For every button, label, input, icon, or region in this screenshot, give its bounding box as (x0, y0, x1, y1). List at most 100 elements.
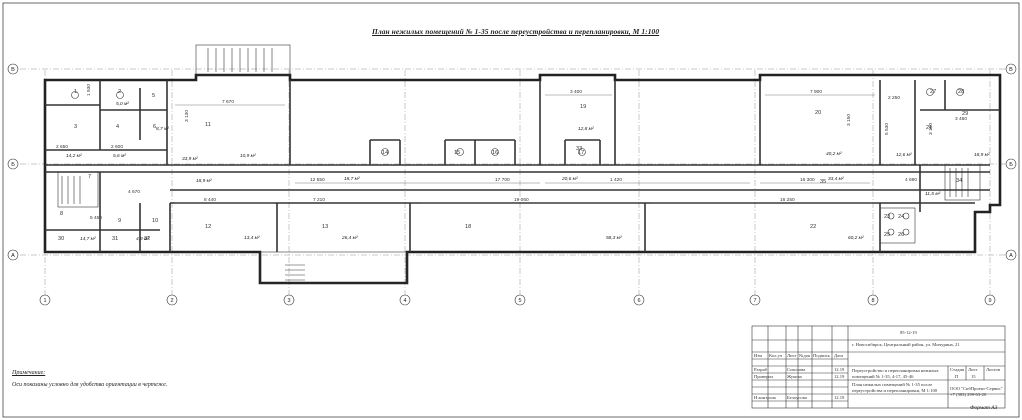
room-number: 29 (962, 111, 968, 117)
room-number: 25 (884, 232, 890, 238)
sheet-format: Формат А3 (970, 405, 998, 411)
room-number: 9 (118, 218, 121, 224)
note-text: Оси показаны условно для удобства ориент… (12, 382, 168, 388)
room-number: 26 (898, 232, 904, 238)
dimension-label: 2 650 (56, 144, 68, 150)
room-area: 18,9 м² (196, 178, 212, 184)
room-area: 18,9 м² (974, 152, 990, 158)
axis-label: Б (11, 162, 15, 168)
stamp-role-3: Н.контроль (754, 395, 777, 400)
stamp-date-2: 12.19 (834, 374, 845, 379)
axis-label: 9 (988, 298, 991, 304)
room-area: 20,6 м² (561, 176, 578, 182)
stamp-sheet-title: План нежилых помещений № 1-35 после пере… (852, 382, 938, 393)
axis-label: 3 (287, 298, 290, 304)
dimension-label: 19 060 (514, 197, 529, 203)
room-area: 14,2 м² (66, 153, 82, 159)
axis-label: 2 (170, 298, 173, 304)
stamp-name-3: Белоусова (787, 395, 807, 400)
axis-bubble (1005, 158, 1017, 170)
stamp-header-kol: Кол.уч (769, 353, 783, 358)
dimension-label: 17 700 (495, 177, 510, 183)
dimension-label: 5 450 (90, 215, 102, 221)
room-number: 21 (926, 125, 932, 131)
axis-label: 7 (753, 298, 756, 304)
room-area: 5,6 м² (113, 153, 126, 159)
room-number: 31 (112, 236, 118, 242)
room-area: 58,3 м² (606, 235, 622, 241)
stamp-name-1: Соколова (787, 367, 806, 372)
dimension-label: 4 670 (128, 189, 140, 195)
axis-bubble (7, 158, 19, 170)
axis-bubble (633, 294, 645, 306)
stamp-sheet-label: Лист (968, 367, 978, 372)
room-number: 6 (153, 124, 156, 130)
axis-bubble (7, 249, 19, 261)
axis-label: В (1009, 67, 1013, 73)
room-number: 1 (74, 89, 77, 95)
dimension-label: 16 250 (780, 197, 795, 203)
stamp-role-1: Разраб (754, 367, 768, 372)
room-area: 5,0 м² (116, 101, 129, 107)
stamp-header-list: Лист (787, 353, 797, 358)
dimension-label: 4 690 (905, 177, 917, 183)
room-number: 3 (74, 124, 77, 130)
room-number: 19 (580, 104, 586, 110)
axis-label: 5 (518, 298, 521, 304)
dimension-label: 8 440 (204, 197, 216, 203)
axis-label: 8 (871, 298, 874, 304)
axis-bubble (749, 294, 761, 306)
stamp-header-izm: Изм (754, 353, 762, 358)
room-area: 26,4 м² (341, 235, 358, 241)
dimension-label: 2 250 (888, 95, 900, 101)
dimension-label: 7 210 (313, 197, 325, 203)
stamp-sheet-number: 15 (971, 374, 976, 379)
room-number: 16 (492, 150, 498, 156)
stamp-header-sign: Подпись (813, 353, 830, 358)
room-number: 5 (152, 93, 155, 99)
room-number: 12 (205, 224, 211, 230)
room-number: 24 (898, 214, 904, 220)
dimension-label: 3 150 (846, 114, 852, 126)
dimension-label: 3 460 (955, 116, 967, 122)
room-number: 17 (578, 150, 584, 156)
dimension-label: 3 400 (570, 89, 582, 95)
room-number: 33 (576, 146, 582, 152)
stamp-sheets-label: Листов (986, 367, 1001, 372)
room-area: 33,4 м² (828, 176, 844, 182)
room-number: 32 (144, 236, 150, 242)
room-area: 33,9 м² (182, 156, 198, 162)
room-number: 2 (118, 89, 121, 95)
axis-bubble (39, 294, 51, 306)
room-number: 8 (60, 211, 63, 217)
room-number: 22 (810, 224, 816, 230)
stamp-header-date: Дата (834, 353, 844, 358)
room-area: 12,8 м² (578, 126, 594, 132)
stamp-role-2: Проверил (754, 374, 774, 379)
axis-label: 1 (43, 298, 46, 304)
room-area: 12,6 м² (896, 152, 912, 158)
axis-bubble (399, 294, 411, 306)
dimension-label: 3 150 (928, 123, 934, 135)
axis-label: 4 (403, 298, 406, 304)
axis-bubble (166, 294, 178, 306)
stamp-organization: ООО "СибПроект-Сервис" +7 (383) 299-63-2… (950, 386, 1003, 397)
room-number: 13 (322, 224, 328, 230)
axis-bubble (514, 294, 526, 306)
room-number: 7 (88, 174, 91, 180)
room-area: 40,2 м² (826, 151, 842, 157)
room-number: 28 (958, 89, 964, 95)
stamp-address: г. Новосибирск, Центральный район, ул. М… (852, 342, 960, 347)
axis-bubble (1005, 249, 1017, 261)
dimension-label: 1 930 (86, 84, 92, 96)
dimension-label: 5 530 (884, 123, 890, 135)
room-area: 14,7 м² (80, 236, 96, 242)
dimension-label: 12 550 (310, 177, 325, 183)
room-area: 13,4 м² (244, 235, 260, 241)
axis-bubble (1005, 63, 1017, 75)
room-number: 15 (454, 150, 460, 156)
dimension-label: 7 900 (810, 89, 822, 95)
room-number: 34 (956, 178, 962, 184)
room-area: 4,9 м² (136, 236, 149, 242)
